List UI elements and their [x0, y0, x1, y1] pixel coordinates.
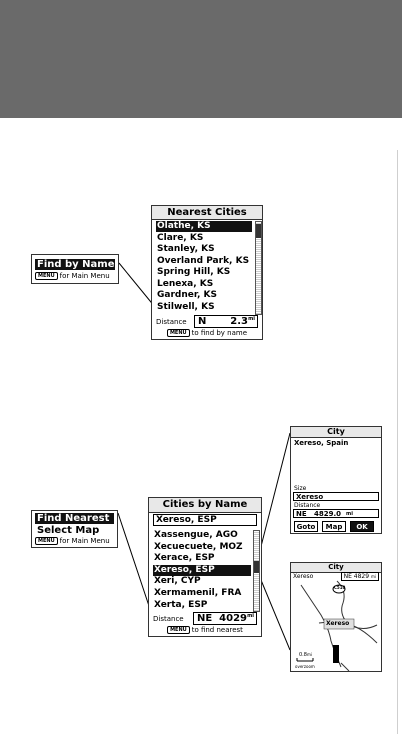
margin-rule — [397, 150, 398, 734]
list-item[interactable]: Xassengue, AGO — [154, 530, 238, 540]
distance-label: Distance — [156, 318, 187, 326]
search-field[interactable]: Xereso, ESP — [153, 514, 257, 526]
map-scale: 0.8mi — [299, 652, 312, 658]
scrollbar-thumb[interactable] — [254, 561, 259, 573]
list-item[interactable]: Spring Hill, KS — [157, 267, 231, 277]
screen2-hint-text: to find nearest — [191, 626, 243, 634]
menu-key-icon: MENU — [35, 537, 58, 545]
scrollbar-thumb[interactable] — [256, 224, 261, 238]
cities-by-name-screen: Cities by Name Xereso, ESP Xassengue, AG… — [148, 497, 262, 637]
distance-unit: mi — [247, 613, 254, 619]
menu1-hint-text: for Main Menu — [59, 272, 110, 280]
list-item[interactable]: Xerta, ESP — [154, 599, 208, 610]
scrollbar[interactable] — [255, 221, 262, 315]
map-canvas[interactable] — [291, 563, 382, 672]
list-item[interactable]: Stilwell, KS — [157, 301, 215, 312]
overzoom-label: overzoom — [295, 664, 315, 669]
map-distance-unit: mi — [370, 574, 376, 579]
list-item[interactable]: Clare, KS — [157, 232, 204, 243]
distance-unit: mi — [248, 316, 255, 322]
distance-label: Distance — [153, 615, 184, 623]
scale-value: 0.8 — [299, 652, 307, 658]
distance-field: N 2.3 mi — [194, 315, 258, 328]
list-item[interactable]: Olathe, KS — [156, 221, 252, 232]
map-location-label: Xereso — [293, 573, 314, 580]
menu-key-icon: MENU — [35, 272, 58, 280]
ok-button[interactable]: OK — [350, 521, 374, 532]
list-item[interactable]: Stanley, KS — [157, 244, 215, 254]
menu-item-find-by-name[interactable]: Find by Name — [35, 259, 115, 270]
distance-value: 4029 — [219, 613, 247, 624]
list-item[interactable]: Xecuecuete, MOZ — [154, 541, 243, 552]
direction-value: N — [198, 316, 207, 327]
distance-field: NE 4829.0 mi — [293, 509, 379, 518]
connector-menu1 — [118, 262, 156, 308]
list-item[interactable]: Lenexa, KS — [157, 278, 214, 289]
distance-label: Distance — [294, 502, 321, 509]
route-marker — [332, 584, 346, 594]
list-item[interactable]: Xermamenil, FRA — [154, 588, 242, 598]
menu-item-find-nearest[interactable]: Find Nearest — [35, 513, 114, 524]
search-value: Xereso, ESP — [156, 515, 217, 525]
city-name: Xereso, Spain — [294, 439, 349, 447]
scrollbar[interactable] — [253, 530, 260, 612]
screen-title: Cities by Name — [149, 498, 261, 513]
menu-key-icon: MENU — [166, 329, 190, 337]
size-field: Xereso — [293, 492, 379, 501]
menu-item-select-map[interactable]: Select Map — [37, 525, 100, 536]
distance-unit: mi — [346, 511, 353, 517]
city-detail-screen: City Xereso, Spain Size Xereso Distance … — [290, 426, 382, 534]
distance-value: 2.3 — [230, 316, 248, 327]
distance-field: NE 4029 mi — [193, 612, 257, 625]
road-line — [340, 662, 350, 671]
menu2-hint-text: for Main Menu — [59, 537, 110, 545]
screen-title: Nearest Cities — [152, 206, 262, 220]
size-label: Size — [294, 485, 307, 492]
scale-unit: mi — [306, 652, 312, 657]
map-button[interactable]: Map — [322, 521, 346, 532]
goto-button[interactable]: Goto — [294, 521, 318, 532]
list-item[interactable]: Xereso, ESP — [153, 564, 251, 576]
position-marker — [333, 645, 339, 663]
map-city-label: Xereso — [326, 620, 350, 627]
list-item[interactable]: Xeri, CYP — [154, 576, 201, 587]
screen1-hint-text: to find by name — [191, 329, 248, 337]
map-distance-readout: NE 4829 mi — [340, 572, 379, 581]
size-value: Xereso — [296, 493, 324, 501]
route-label: C510 — [334, 585, 346, 590]
direction-value: NE — [197, 613, 213, 624]
list-item[interactable]: Xerace, ESP — [154, 553, 215, 564]
city-area — [323, 618, 355, 630]
menu-key-icon: MENU — [167, 626, 190, 634]
screen-title: City — [291, 563, 381, 573]
direction-value: NE — [296, 510, 307, 518]
list-item[interactable]: Overland Park, KS — [157, 255, 250, 266]
page-header-band — [0, 0, 402, 118]
map-distance-value: NE 4829 — [343, 573, 370, 580]
distance-value: 4829.0 — [314, 510, 342, 518]
screen-title: City — [291, 427, 381, 438]
list-item[interactable]: Gardner, KS — [157, 290, 217, 300]
city-map-screen: City Xereso NE 4829 mi C510 Xereso 0.8mi… — [290, 562, 382, 672]
